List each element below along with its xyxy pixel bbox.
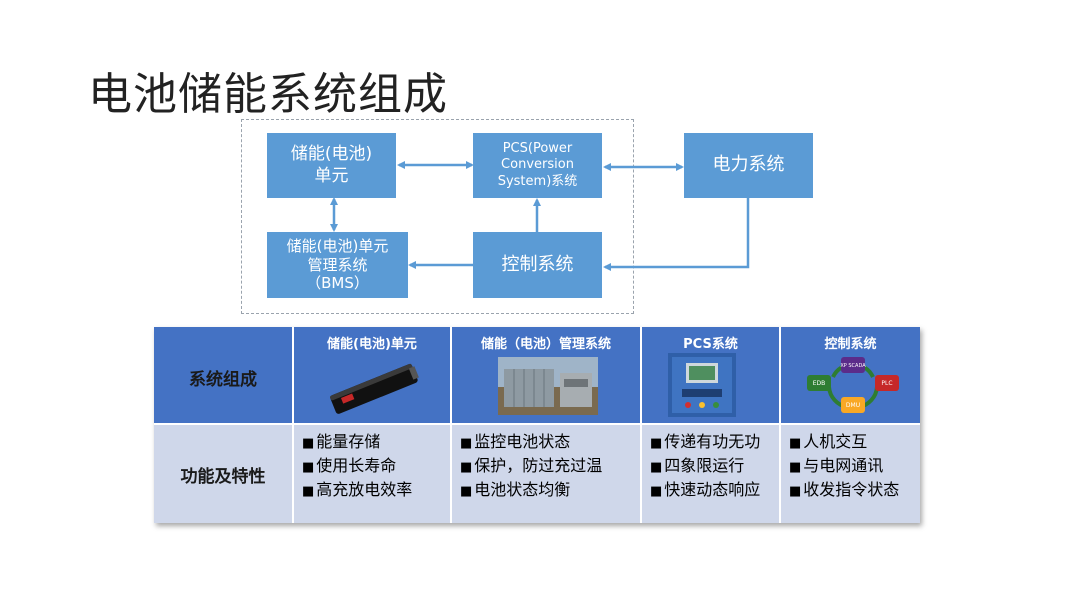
column-bms: 储能（电池）管理系统: [452, 327, 640, 423]
pcs-cabinet-image: [668, 353, 736, 417]
bms-label-line3: （BMS）: [306, 274, 369, 293]
table-feature-row: [154, 425, 920, 523]
pcs-box: PCS(Power Conversion System)系统: [473, 133, 602, 198]
table-col-divider: [640, 327, 642, 523]
composition-table: 系统组成 功能及特性 储能(电池)单元 储能（电池）管理系统: [154, 327, 920, 523]
list-item: ■与电网通讯: [789, 456, 884, 475]
features-control: ■人机交互 ■与电网通讯 ■收发指令状态: [789, 431, 899, 503]
row-label-composition: 系统组成: [189, 370, 257, 390]
list-item: ■保护，防过充过温: [460, 456, 603, 475]
table-col-divider: [779, 327, 781, 523]
graphic-node-edb: EDB: [807, 375, 831, 391]
graphic-node-dmu: DMU: [841, 397, 865, 413]
list-item: ■高充放电效率: [302, 480, 413, 499]
table-col-divider: [450, 327, 452, 523]
battery-module-image: [330, 363, 419, 414]
pcs-label-line2: Conversion: [501, 157, 574, 173]
svg-text:PLC: PLC: [881, 380, 892, 387]
list-item: ■人机交互: [789, 432, 868, 451]
list-item: ■四象限运行: [650, 456, 745, 475]
column-pcs: PCS系统: [642, 327, 779, 423]
bms-label-line1: 储能(电池)单元: [286, 236, 389, 255]
column-title: 储能(电池)单元: [327, 337, 417, 352]
column-title: PCS系统: [683, 337, 738, 352]
features-storage-unit: ■能量存储 ■使用长寿命 ■高充放电效率: [302, 431, 412, 503]
arrow-grid-control: [603, 198, 750, 271]
svg-text:XP SCADA: XP SCADA: [840, 363, 866, 369]
column-title: 储能（电池）管理系统: [480, 337, 611, 352]
svg-text:EDB: EDB: [813, 380, 826, 387]
column-title: 控制系统: [824, 337, 877, 352]
list-item: ■能量存储: [302, 432, 381, 451]
bms-box: 储能(电池)单元 管理系统 （BMS）: [267, 232, 408, 298]
power-grid-label: 电力系统: [712, 154, 785, 176]
column-storage-unit: 储能(电池)单元: [294, 327, 450, 423]
pcs-label-line1: PCS(Power: [502, 141, 573, 157]
list-item: ■快速动态响应: [650, 480, 761, 499]
graphic-node-scada: XP SCADA: [840, 357, 866, 373]
svg-text:DMU: DMU: [846, 402, 860, 409]
bms-label-line2: 管理系统: [307, 255, 368, 274]
container-enclosure-image: [498, 357, 598, 415]
graphic-node-plc: PLC: [875, 375, 899, 391]
control-system-label: 控制系统: [501, 253, 574, 275]
row-label-features: 功能及特性: [180, 467, 266, 487]
control-cycle-graphic: XP SCADA PLC EDB DMU: [807, 357, 899, 413]
table-col-divider: [292, 327, 294, 523]
bms-pcs-boundary-frame: [241, 119, 634, 314]
power-grid-box: 电力系统: [684, 133, 813, 198]
storage-unit-label-line2: 单元: [314, 165, 349, 186]
column-control: 控制系统 XP SCADA PLC EDB DMU: [781, 327, 920, 423]
features-bms: ■监控电池状态 ■保护，防过充过温 ■电池状态均衡: [460, 431, 602, 503]
table-row-divider: [154, 423, 920, 425]
list-item: ■监控电池状态: [460, 432, 571, 451]
list-item: ■使用长寿命: [302, 456, 397, 475]
list-item: ■电池状态均衡: [460, 480, 571, 499]
list-item: ■收发指令状态: [789, 480, 900, 499]
list-item: ■传递有功无功: [650, 432, 761, 451]
features-pcs: ■传递有功无功 ■四象限运行 ■快速动态响应: [650, 431, 760, 503]
storage-unit-label-line1: 储能(电池): [290, 144, 373, 165]
storage-unit-box: 储能(电池) 单元: [267, 133, 396, 198]
control-system-box: 控制系统: [473, 232, 602, 298]
pcs-label-line3: System)系统: [497, 173, 578, 189]
slide-title: 电池储能系统组成: [88, 69, 448, 120]
